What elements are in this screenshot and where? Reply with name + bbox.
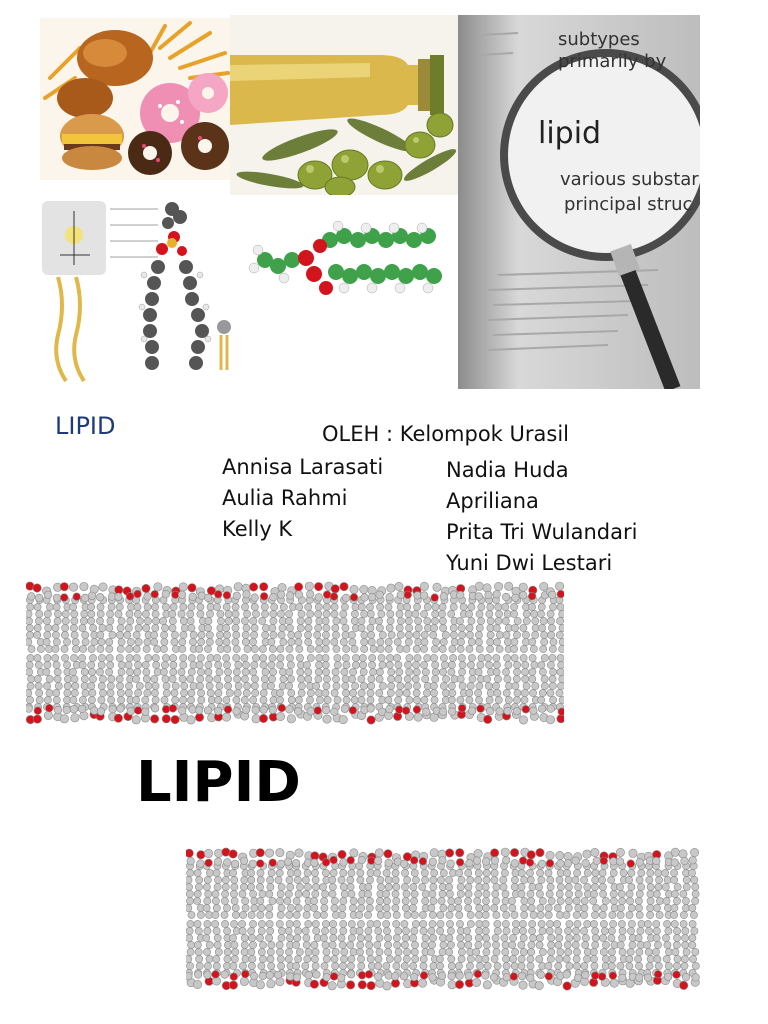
member-name: Annisa Larasati [222,455,384,479]
magnifier-lens-word: lipid [538,116,601,151]
phospholipid-structure-diagram [40,195,272,383]
triglyceride-molecule-model [240,200,445,320]
olive-oil-photo [230,15,458,195]
member-name: Prita Tri Wulandari [446,520,638,544]
lipid-bilayer-image-bottom [186,840,702,1000]
member-list-right: Nadia Huda Apriliana Prita Tri Wulandari… [446,455,637,579]
member-name: Apriliana [446,489,539,513]
lipid-bilayer-image-top [26,574,564,734]
member-name: Yuni Dwi Lestari [446,551,613,575]
big-title: LIPID [136,750,301,815]
magnifier-text-line3: various substar [560,169,699,190]
group-line: OLEH : Kelompok Urasil [322,422,569,446]
magnifier-text-line2: primarily by [558,51,667,72]
member-name: Aulia Rahmi [222,486,348,510]
member-list-left: Annisa Larasati Aulia Rahmi Kelly K [222,452,383,545]
magnifier-text-line4: principal struc [564,194,692,215]
member-name: Kelly K [222,517,293,541]
magnifier-text-line1: subtypes [558,29,640,50]
slide-title: LIPID [55,412,116,440]
member-name: Nadia Huda [446,458,569,482]
fast-food-photo [40,18,230,180]
magnifier-dictionary-photo: subtypes primarily by lipid various subs… [458,15,700,389]
